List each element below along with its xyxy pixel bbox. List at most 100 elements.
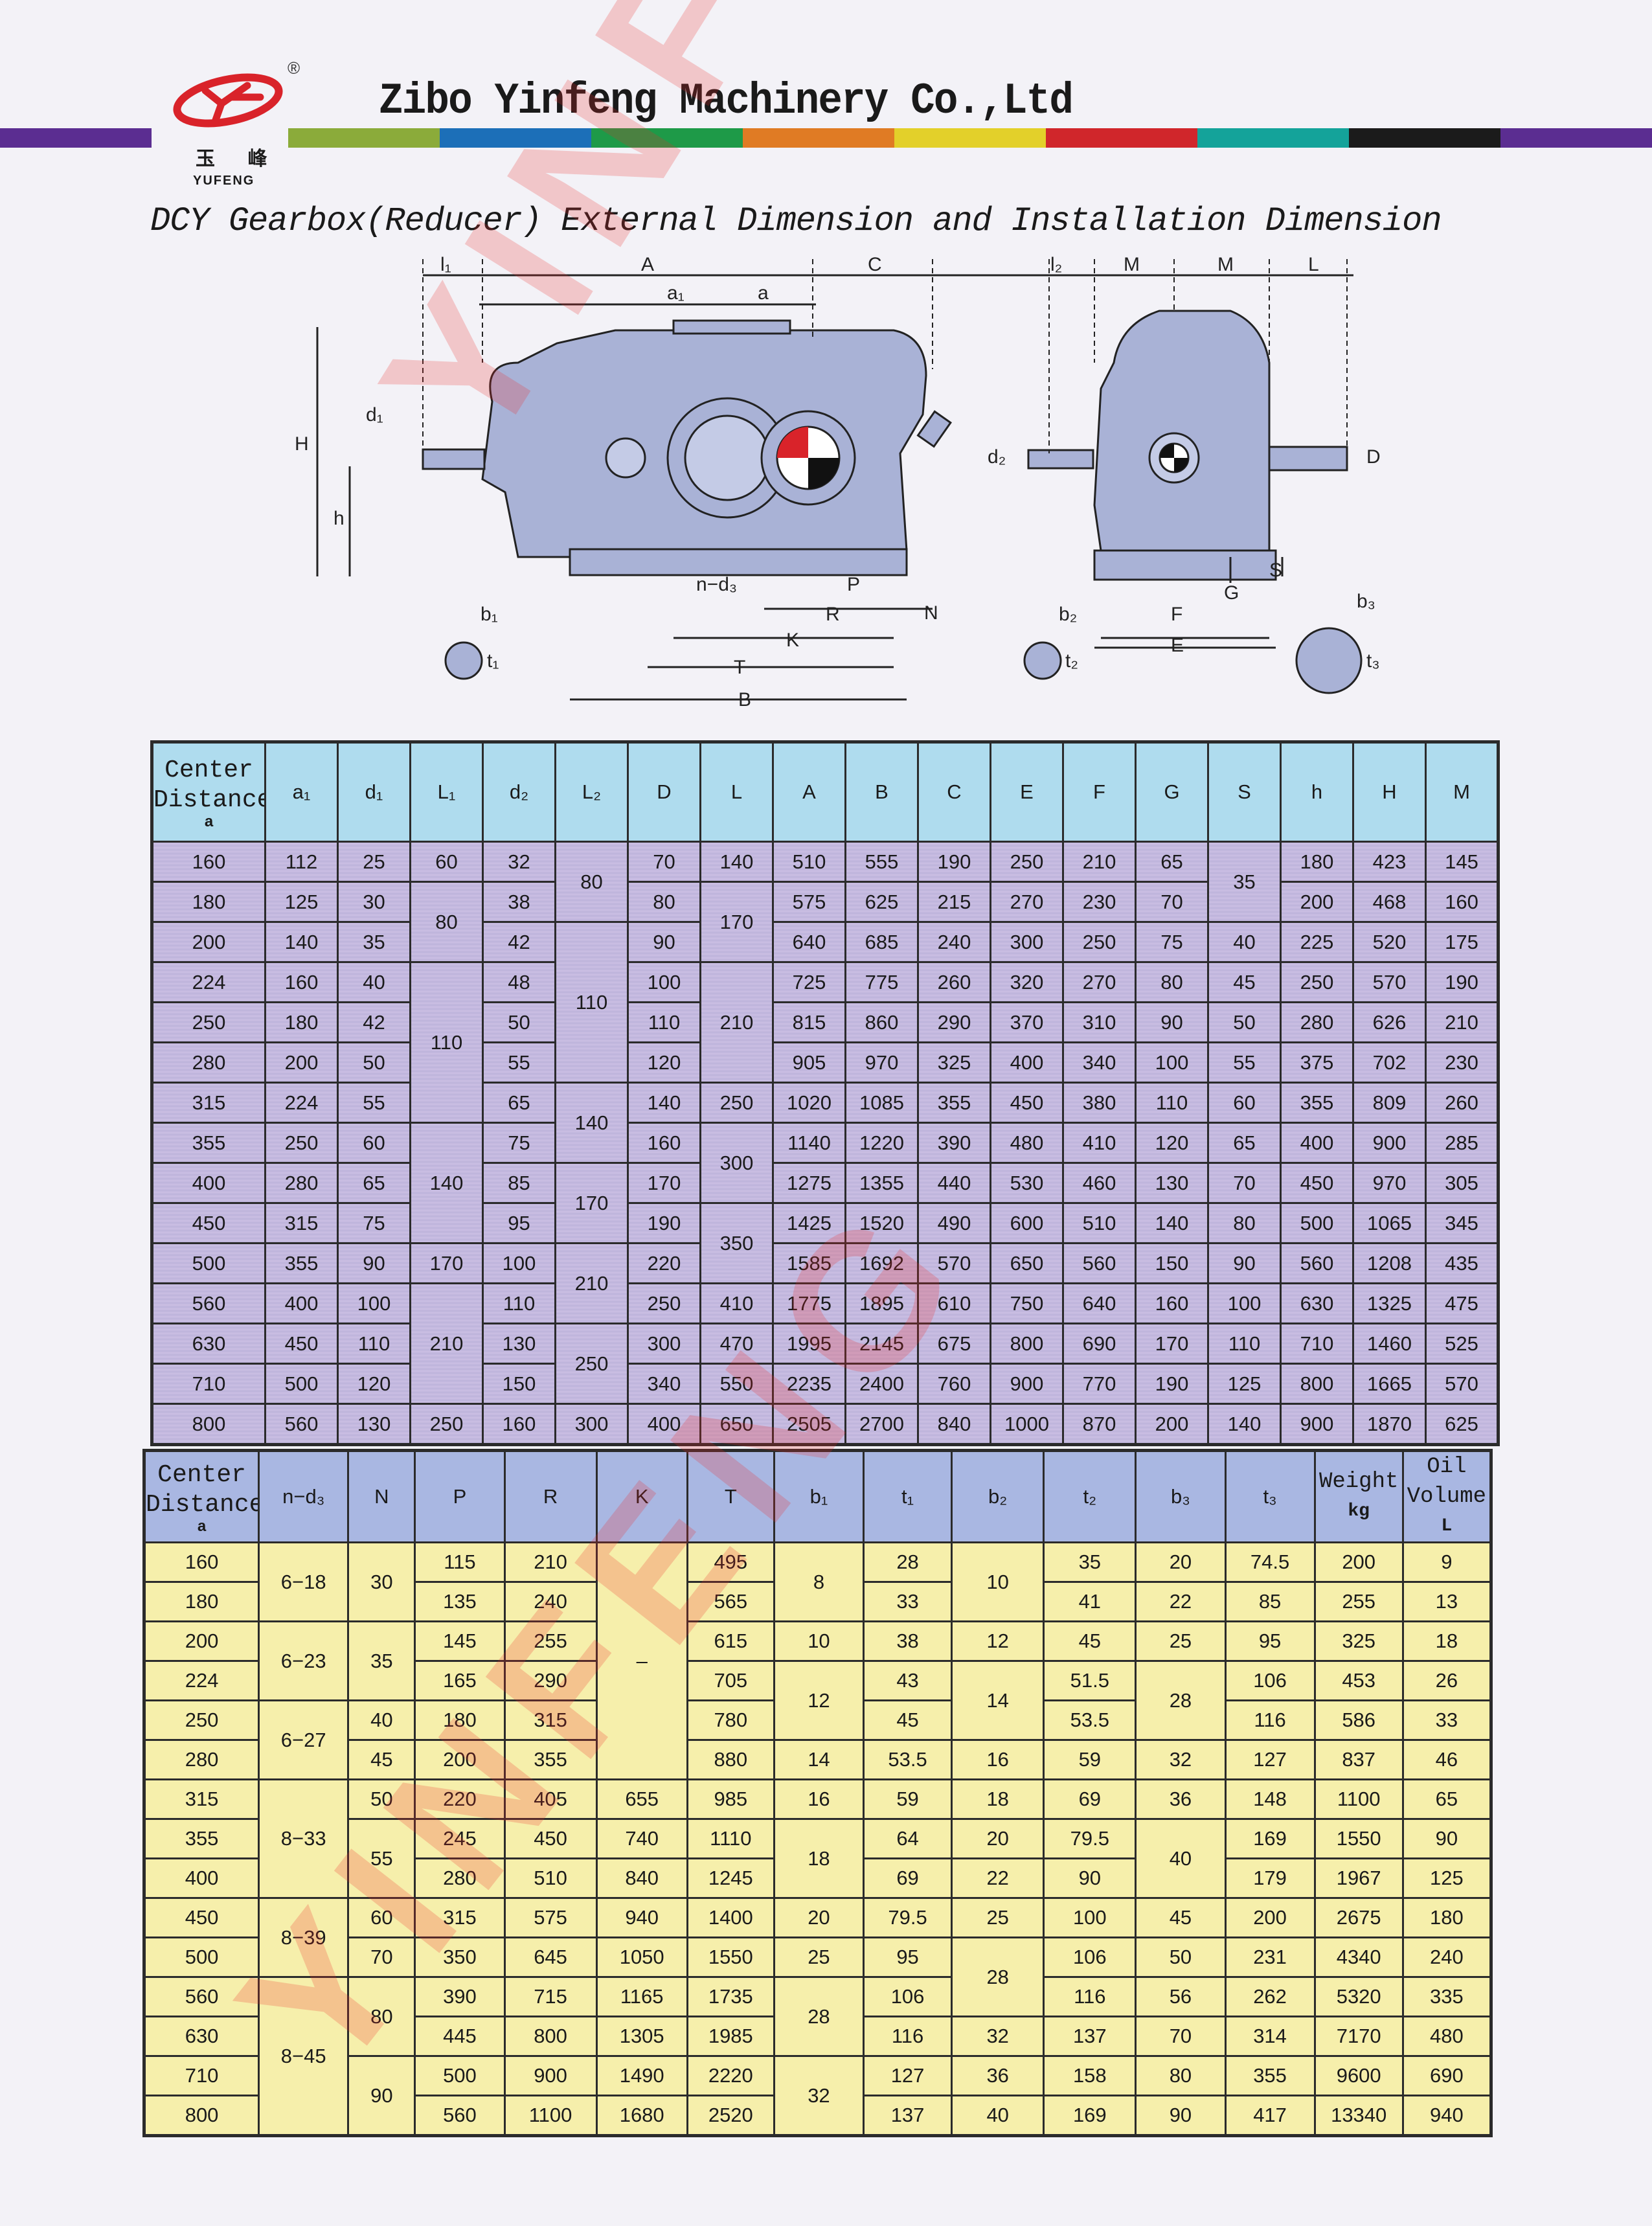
table-cell: 530 <box>990 1162 1064 1204</box>
table-cell: 250 <box>1280 961 1354 1003</box>
table-cell: 355 <box>503 1739 598 1780</box>
shaft-section-b1 <box>444 641 483 680</box>
table-cell: 575 <box>772 881 846 923</box>
table-cell: 240 <box>1401 1936 1493 1978</box>
stripe-segment <box>742 128 894 148</box>
table-cell: 70 <box>1135 881 1209 923</box>
table-cell: 33 <box>862 1581 953 1622</box>
table-cell: 220 <box>414 1778 506 1820</box>
table-cell: 1460 <box>1352 1323 1427 1365</box>
table-cell: 570 <box>917 1242 991 1284</box>
table-cell: 18 <box>1401 1620 1493 1662</box>
label-b2: b₂ <box>1059 604 1077 625</box>
table-cell: 160 <box>151 841 266 883</box>
column-header: S <box>1207 741 1282 843</box>
table-cell: 169 <box>1224 1818 1316 1859</box>
column-header: T <box>686 1449 775 1543</box>
table-cell: 405 <box>503 1778 598 1820</box>
stripe-segment <box>288 128 440 148</box>
table-cell: 79.5 <box>862 1897 953 1938</box>
table-cell: 900 <box>1280 1403 1354 1446</box>
table-cell: 28 <box>951 1936 1045 2017</box>
table-cell: 56 <box>1135 1976 1227 2017</box>
table-cell: 860 <box>844 1001 919 1043</box>
table-cell: 1000 <box>990 1403 1064 1446</box>
table-cell: 70 <box>347 1936 416 1978</box>
table-cell: 6−23 <box>258 1620 350 1701</box>
table-cell: 280 <box>1280 1001 1354 1043</box>
label-a: a <box>758 282 769 304</box>
table-cell: 120 <box>337 1363 411 1405</box>
table-cell: 55 <box>1207 1041 1282 1084</box>
table-cell: 140 <box>1207 1403 1282 1446</box>
table-cell: 120 <box>1135 1122 1209 1164</box>
table-cell: 500 <box>1280 1202 1354 1244</box>
table-cell: 69 <box>862 1857 953 1899</box>
table-cell: 75 <box>337 1202 411 1244</box>
table-cell: 900 <box>1352 1122 1427 1164</box>
label-P: P <box>847 574 860 595</box>
label-d2: d₂ <box>988 446 1006 468</box>
table-cell: 355 <box>1224 2055 1316 2096</box>
table-cell: 35 <box>1043 1541 1137 1583</box>
table-cell: 200 <box>1224 1897 1316 1938</box>
table-cell: 55 <box>347 1818 416 1899</box>
table-cell: 495 <box>686 1541 775 1583</box>
table-cell: 1275 <box>772 1162 846 1204</box>
table-cell: – <box>595 1541 688 1780</box>
column-header-label: G <box>1164 780 1180 803</box>
column-header: L <box>699 741 774 843</box>
table-cell: 650 <box>990 1242 1064 1284</box>
table-cell: 985 <box>686 1778 775 1820</box>
table-cell: 42 <box>337 1001 411 1043</box>
table-cell: 40 <box>337 961 411 1003</box>
table-cell: 655 <box>595 1778 688 1820</box>
table-cell: 775 <box>844 961 919 1003</box>
table-cell: 190 <box>627 1202 701 1244</box>
column-header-label: d₂ <box>509 780 529 803</box>
table-cell: 905 <box>772 1041 846 1084</box>
table-cell: 840 <box>595 1857 688 1899</box>
table-cell: 224 <box>264 1082 339 1124</box>
table-cell: 290 <box>917 1001 991 1043</box>
table-cell: 1995 <box>772 1323 846 1365</box>
table-cell: 325 <box>917 1041 991 1084</box>
table-cell: 640 <box>772 921 846 963</box>
table-cell: 800 <box>990 1323 1064 1365</box>
table-cell: 320 <box>990 961 1064 1003</box>
table-cell: 90 <box>627 921 701 963</box>
table-cell: 250 <box>409 1403 484 1446</box>
table-cell: 500 <box>264 1363 339 1405</box>
table-cell: 69 <box>1043 1778 1137 1820</box>
column-header-label: S <box>1238 780 1251 803</box>
table-cell: 18 <box>773 1818 865 1899</box>
table-cell: 335 <box>1401 1976 1493 2017</box>
table-cell: 45 <box>1135 1897 1227 1938</box>
table-cell: 59 <box>862 1778 953 1820</box>
table-cell: 50 <box>1207 1001 1282 1043</box>
table-cell: 65 <box>1401 1778 1493 1820</box>
table-cell: 315 <box>503 1699 598 1741</box>
table-cell: 45 <box>1207 961 1282 1003</box>
table-cell: 35 <box>347 1620 416 1701</box>
table-cell: 45 <box>1043 1620 1137 1662</box>
table-cell: 100 <box>627 961 701 1003</box>
table-cell: 53.5 <box>862 1739 953 1780</box>
table-cell: 305 <box>1425 1162 1499 1204</box>
label-d1: d₁ <box>366 404 383 426</box>
table-cell: 586 <box>1313 1699 1404 1741</box>
table-cell: 1775 <box>772 1282 846 1324</box>
table-cell: 675 <box>917 1323 991 1365</box>
column-header-unit: kg <box>1348 1501 1370 1521</box>
table-cell: 200 <box>142 1620 260 1662</box>
table-cell: 127 <box>1224 1739 1316 1780</box>
